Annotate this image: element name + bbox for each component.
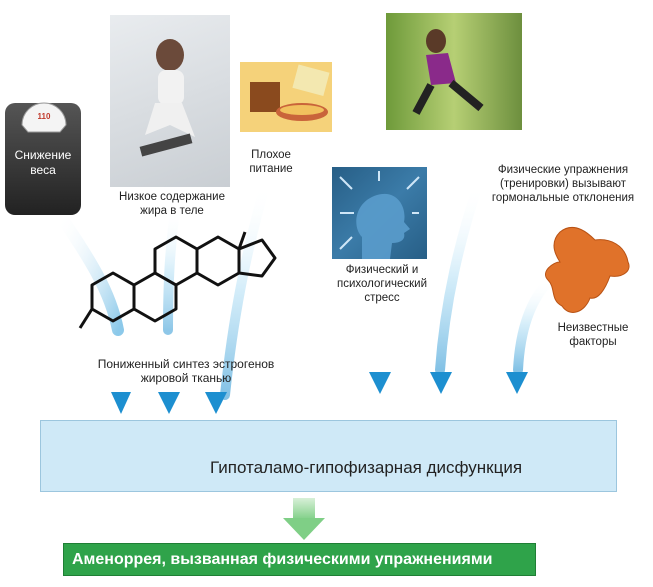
steroid-molecule-icon: [78, 231, 277, 329]
woman-crouching-photo: [110, 15, 230, 187]
dysfunction-box: [40, 420, 617, 492]
junk-food-photo: [240, 62, 332, 132]
arrow-down-icon: [369, 372, 391, 394]
runner-photo: [386, 13, 522, 130]
arrow-down-icon: [506, 372, 528, 394]
label-unknown-factors: Неизвестные факторы: [557, 322, 629, 348]
label-weight-loss: Снижение веса: [14, 148, 72, 177]
influence-rays: [54, 180, 555, 400]
down-arrows: [111, 372, 528, 414]
label-low-fat: Низкое содержание жира в теле: [119, 191, 225, 217]
stress-panel-photo: [332, 167, 427, 259]
scale-reading: 110: [37, 112, 51, 121]
result-label: Аменоррея, вызванная физическими упражне…: [72, 551, 493, 568]
arrow-down-icon: [430, 372, 452, 394]
result-arrow-icon: [283, 498, 325, 540]
result-box: [63, 543, 536, 576]
label-estrogen: Пониженный синтез эстрогенов жировой тка…: [97, 357, 275, 385]
arrow-down-icon: [158, 392, 180, 414]
puzzle-piece-icon: [545, 226, 630, 313]
bathroom-scale-icon: [5, 102, 81, 215]
label-poor-nutrition: Плохое питание: [249, 149, 293, 175]
label-stress: Физический и психологический стресс: [336, 264, 428, 304]
label-exercise: Физические упражнения (тренировки) вызыв…: [491, 164, 635, 204]
arrow-down-icon: [111, 392, 131, 414]
arrow-down-icon: [205, 392, 227, 414]
dysfunction-label: Гипоталамо-гипофизарная дисфункция: [210, 458, 523, 477]
